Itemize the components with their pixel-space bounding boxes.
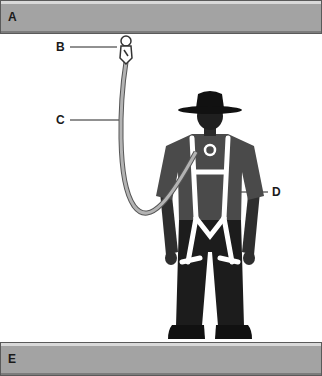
bottom-band: E (0, 342, 322, 376)
hand (165, 251, 177, 265)
callout-letter: D (272, 185, 281, 199)
leg-loop (220, 258, 238, 262)
leg-strap (188, 218, 196, 262)
seat-strap (196, 218, 224, 236)
hat-crown (196, 91, 224, 108)
d-ring (205, 145, 215, 155)
leg-strap (224, 218, 232, 262)
hook-gate (124, 50, 128, 56)
lanyard (121, 62, 196, 213)
leader-line (70, 120, 120, 121)
callout-letter: C (56, 113, 65, 127)
boot (168, 325, 205, 339)
lanyard-outline (121, 62, 196, 213)
harness-strap (192, 138, 196, 218)
anchor-ring (121, 36, 131, 46)
leg-loop (182, 258, 200, 262)
harness (182, 138, 238, 262)
hand (243, 251, 255, 265)
callout-letter: B (56, 40, 65, 54)
hat-brim (178, 106, 242, 114)
right-arm (242, 192, 260, 255)
band-letter: A (8, 10, 17, 24)
harness-strap (224, 138, 228, 218)
top-band: A (0, 0, 322, 34)
leader-line (70, 47, 117, 48)
worker-figure (156, 91, 264, 339)
shirt (156, 134, 264, 222)
boot (215, 325, 252, 339)
hook-body (120, 46, 132, 64)
chest-strap (195, 170, 225, 175)
band-letter: E (8, 352, 16, 366)
snap-hook (120, 36, 132, 64)
